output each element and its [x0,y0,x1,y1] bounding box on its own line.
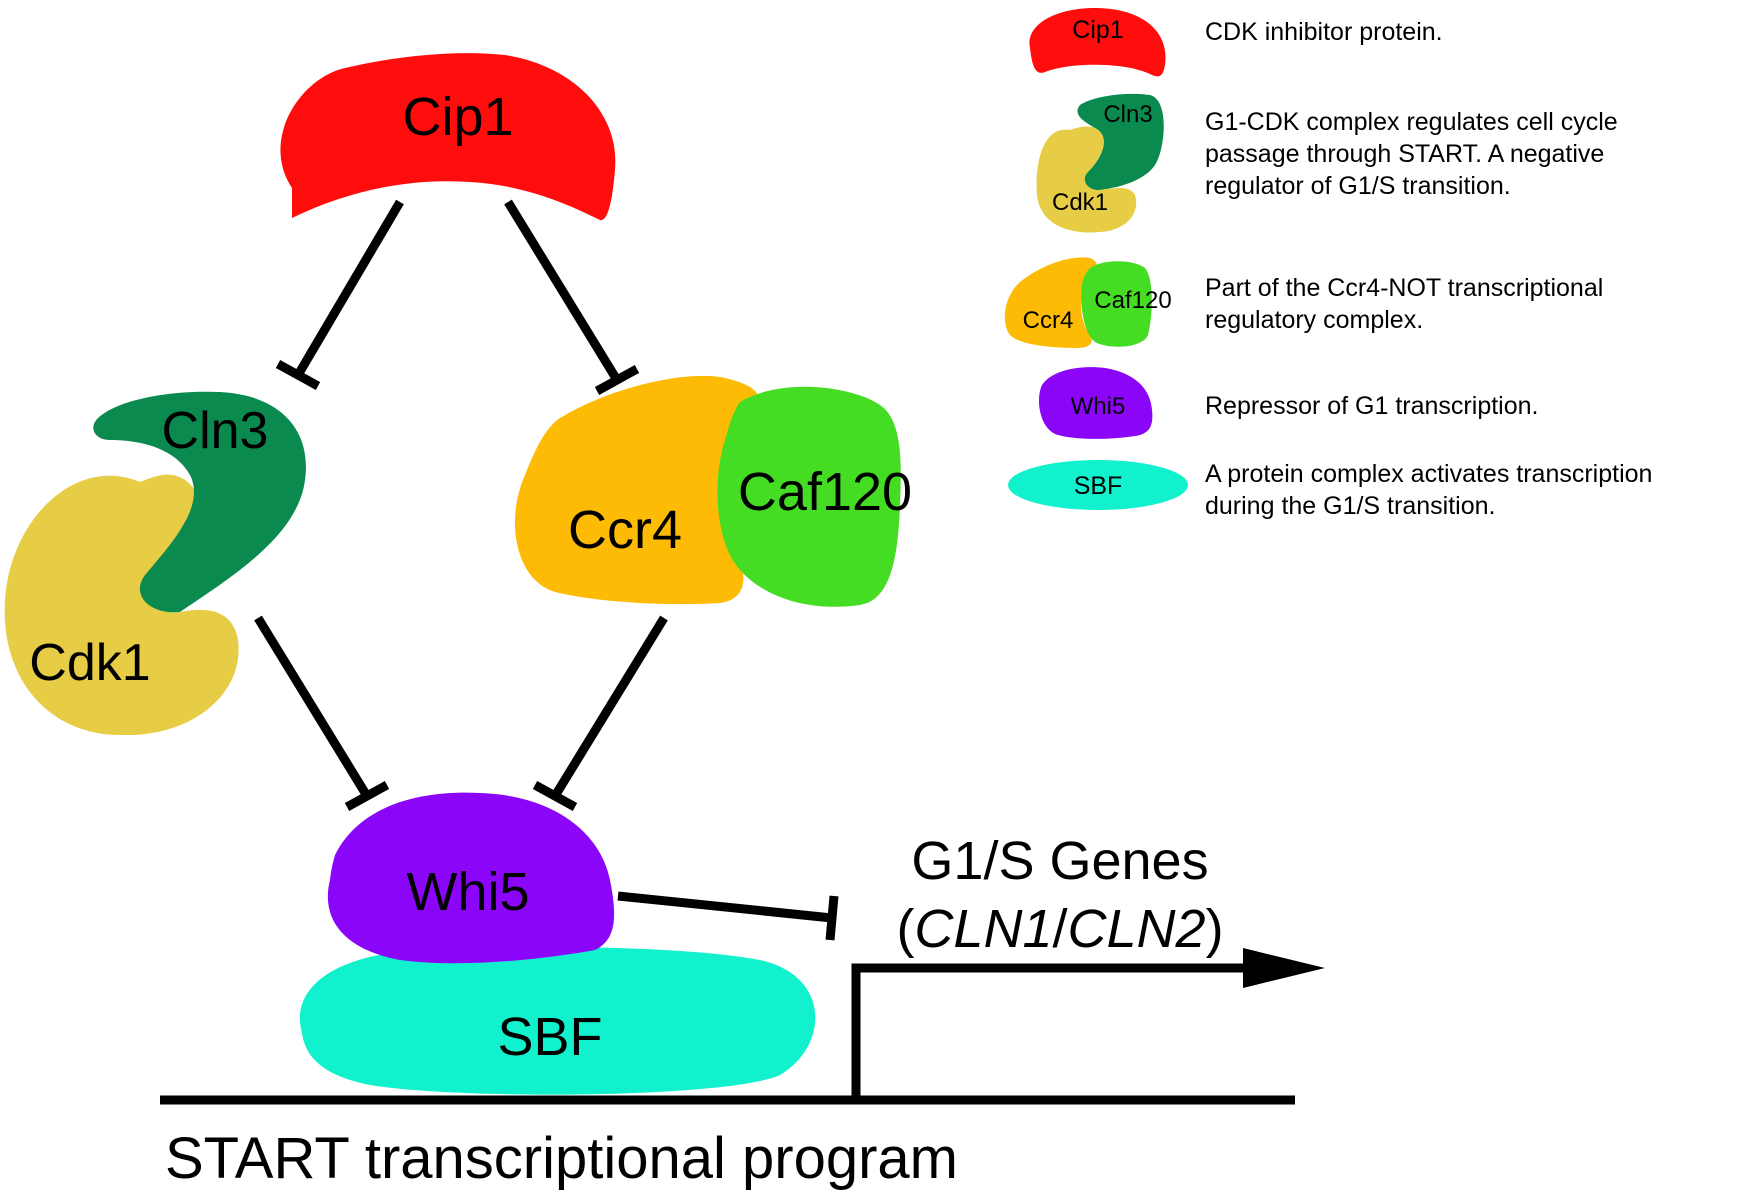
legend-cdk1-shape [1036,126,1137,233]
legend-whi5-description: Repressor of G1 transcription. [1205,392,1539,420]
inhibition-cip1-ccr4 [504,199,640,395]
legend-cdk1-label: Cdk1 [1052,189,1108,216]
cln3-label: Cln3 [162,402,269,460]
ccr4-shape [515,375,759,605]
genes-open-paren: ( [896,899,915,959]
cln3-shape [93,391,306,613]
ccr4-label: Ccr4 [568,500,682,560]
legend-ccr4-label: Ccr4 [1023,307,1074,334]
whi5-label: Whi5 [406,862,529,922]
legend-g1cdk-description: G1-CDK complex regulates cell cycle pass… [1205,108,1618,200]
legend-cln3-shape [1077,93,1164,190]
legend-cln3-label: Cln3 [1103,101,1152,128]
legend-cip1-shape [1029,8,1166,77]
inhibition-cdk1-whi5 [254,615,390,811]
inhibition-whi5-genes [617,891,839,941]
g1s-genes-names: (CLN1/CLN2) [860,898,1260,960]
gene-cln1: CLN1 [914,899,1053,959]
legend-whi5-shape [1038,367,1153,439]
inhibition-cip1-cln3 [275,199,404,390]
transcription-start-arrow [851,948,1325,1098]
cdk1-label: Cdk1 [29,634,150,692]
legend-cip1-label: Cip1 [1072,16,1123,44]
legend-sbf-description: A protein complex activates transcriptio… [1205,460,1653,520]
caf120-label: Caf120 [738,462,912,522]
legend-caf120-shape [1081,261,1152,347]
legend-sbf-label: SBF [1074,472,1123,500]
legend-sbf-shape [1008,460,1188,510]
genes-close-paren: ) [1205,899,1224,959]
legend-ccr4-not-description: Part of the Ccr4-NOT transcriptional reg… [1205,274,1604,334]
genes-slash: / [1052,899,1068,959]
sbf-shape [299,947,816,1095]
start-program-title: START transcriptional program [165,1126,958,1191]
g1s-genes-title: G1/S Genes [911,831,1209,891]
inhibition-ccr4-whi5 [532,615,668,811]
sbf-label: SBF [497,1007,602,1067]
caf120-shape [717,386,901,607]
cip1-shape [280,53,616,221]
cip1-label: Cip1 [402,87,513,147]
legend-cip1-description: CDK inhibitor protein. [1205,18,1443,46]
gene-cln2: CLN2 [1067,899,1206,959]
legend-whi5-label: Whi5 [1071,393,1126,420]
legend-ccr4-shape [1004,257,1097,348]
whi5-shape [327,792,615,964]
legend-caf120-label: Caf120 [1094,287,1171,314]
